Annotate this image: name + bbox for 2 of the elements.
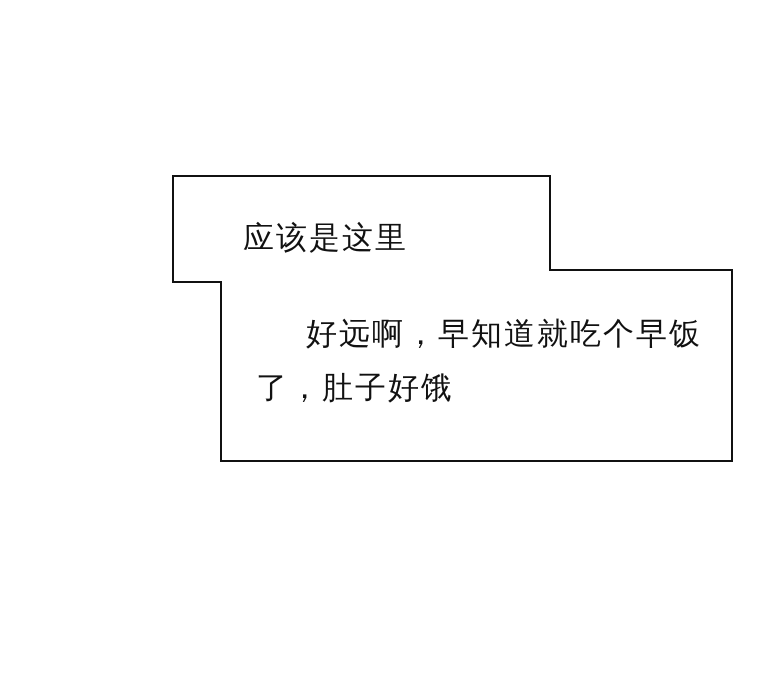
narration-text: 应该是这里 xyxy=(243,219,409,258)
narration-text: 好远啊，早知道就吃个早饭了，肚子好饿 xyxy=(256,315,703,408)
